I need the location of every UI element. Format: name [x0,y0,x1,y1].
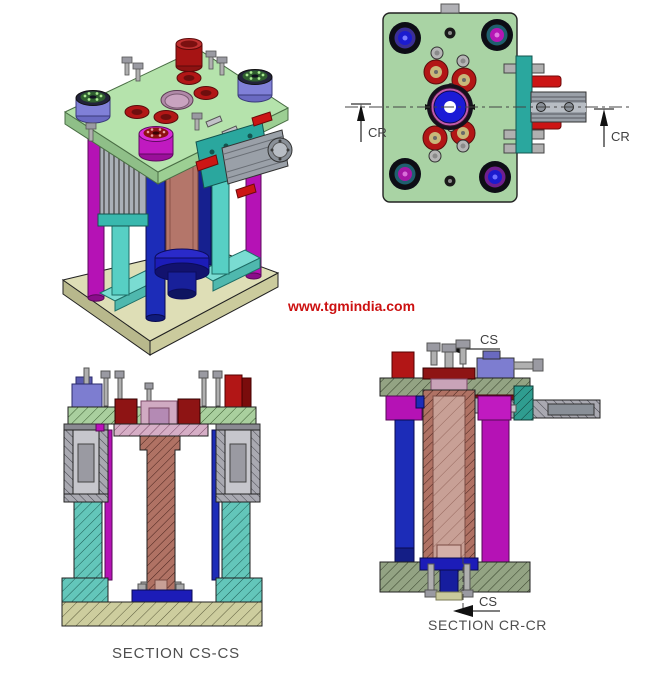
cs-foot-left [61,577,109,603]
cr-blue-column [394,419,415,566]
ball-cage-bushing-left [75,90,111,124]
core-cylinder-iso [154,157,210,300]
support-column-teal-right [196,177,262,292]
cs-cylinder-right [215,423,261,503]
top-tab [440,3,460,14]
section-cr-cr-view: CS [379,332,601,633]
cr-core-column [415,367,476,571]
valve-block [71,383,103,411]
cs-teal-column-right [221,501,251,581]
corner-bushing-tr [481,19,513,51]
cr-label-left: CR [368,125,387,140]
cs-teal-column-left [73,501,103,581]
cr-bottom-flange [419,557,479,601]
cs-center-flange [113,398,209,437]
cr-label-right: CR [611,129,630,144]
magenta-bushing-front [138,126,174,162]
corner-bushing-bl [389,158,421,190]
cr-valve-block [476,357,515,381]
corner-bushing-tl [389,22,421,54]
red-boss [175,38,203,72]
cs-cylinder-left [63,423,109,503]
pneumatic-cylinder-iso [195,111,293,199]
cs-cutting-arrow-bottom: CS [453,558,500,617]
cs-foot-right [215,577,263,603]
watermark-text: www.tgmindia.com [287,298,415,314]
side-bracket-top-view [503,55,587,154]
plate-bolts [85,50,228,142]
cr-arrow-right: CR [594,108,630,147]
red-block [224,374,243,409]
isometric-assembly-view [61,38,293,356]
section-cs-cs-view: SECTION CS-CS [61,367,263,662]
cs-base-plate [61,601,263,627]
cs-label-bottom: CS [479,594,497,609]
corner-bushing-br [479,161,511,193]
cr-red-block [391,351,415,379]
cs-core-column [139,435,181,591]
cs-top-hardware [71,367,252,411]
top-plan-view: CR CR [345,3,633,203]
plate-top-items [75,38,273,162]
red-ring-bushings [124,71,219,124]
cs-blue-flange [131,589,193,604]
cr-arrow-left: CR [351,103,387,142]
ball-cage-bushing-right [237,69,273,103]
section-cs-caption: SECTION CS-CS [112,645,240,662]
plate-holes [444,27,456,187]
section-cr-caption: SECTION CR-CR [428,617,547,633]
cs-label-top: CS [480,332,498,347]
cr-magenta-column [481,419,510,566]
guide-pillar-blue-front [145,169,166,322]
